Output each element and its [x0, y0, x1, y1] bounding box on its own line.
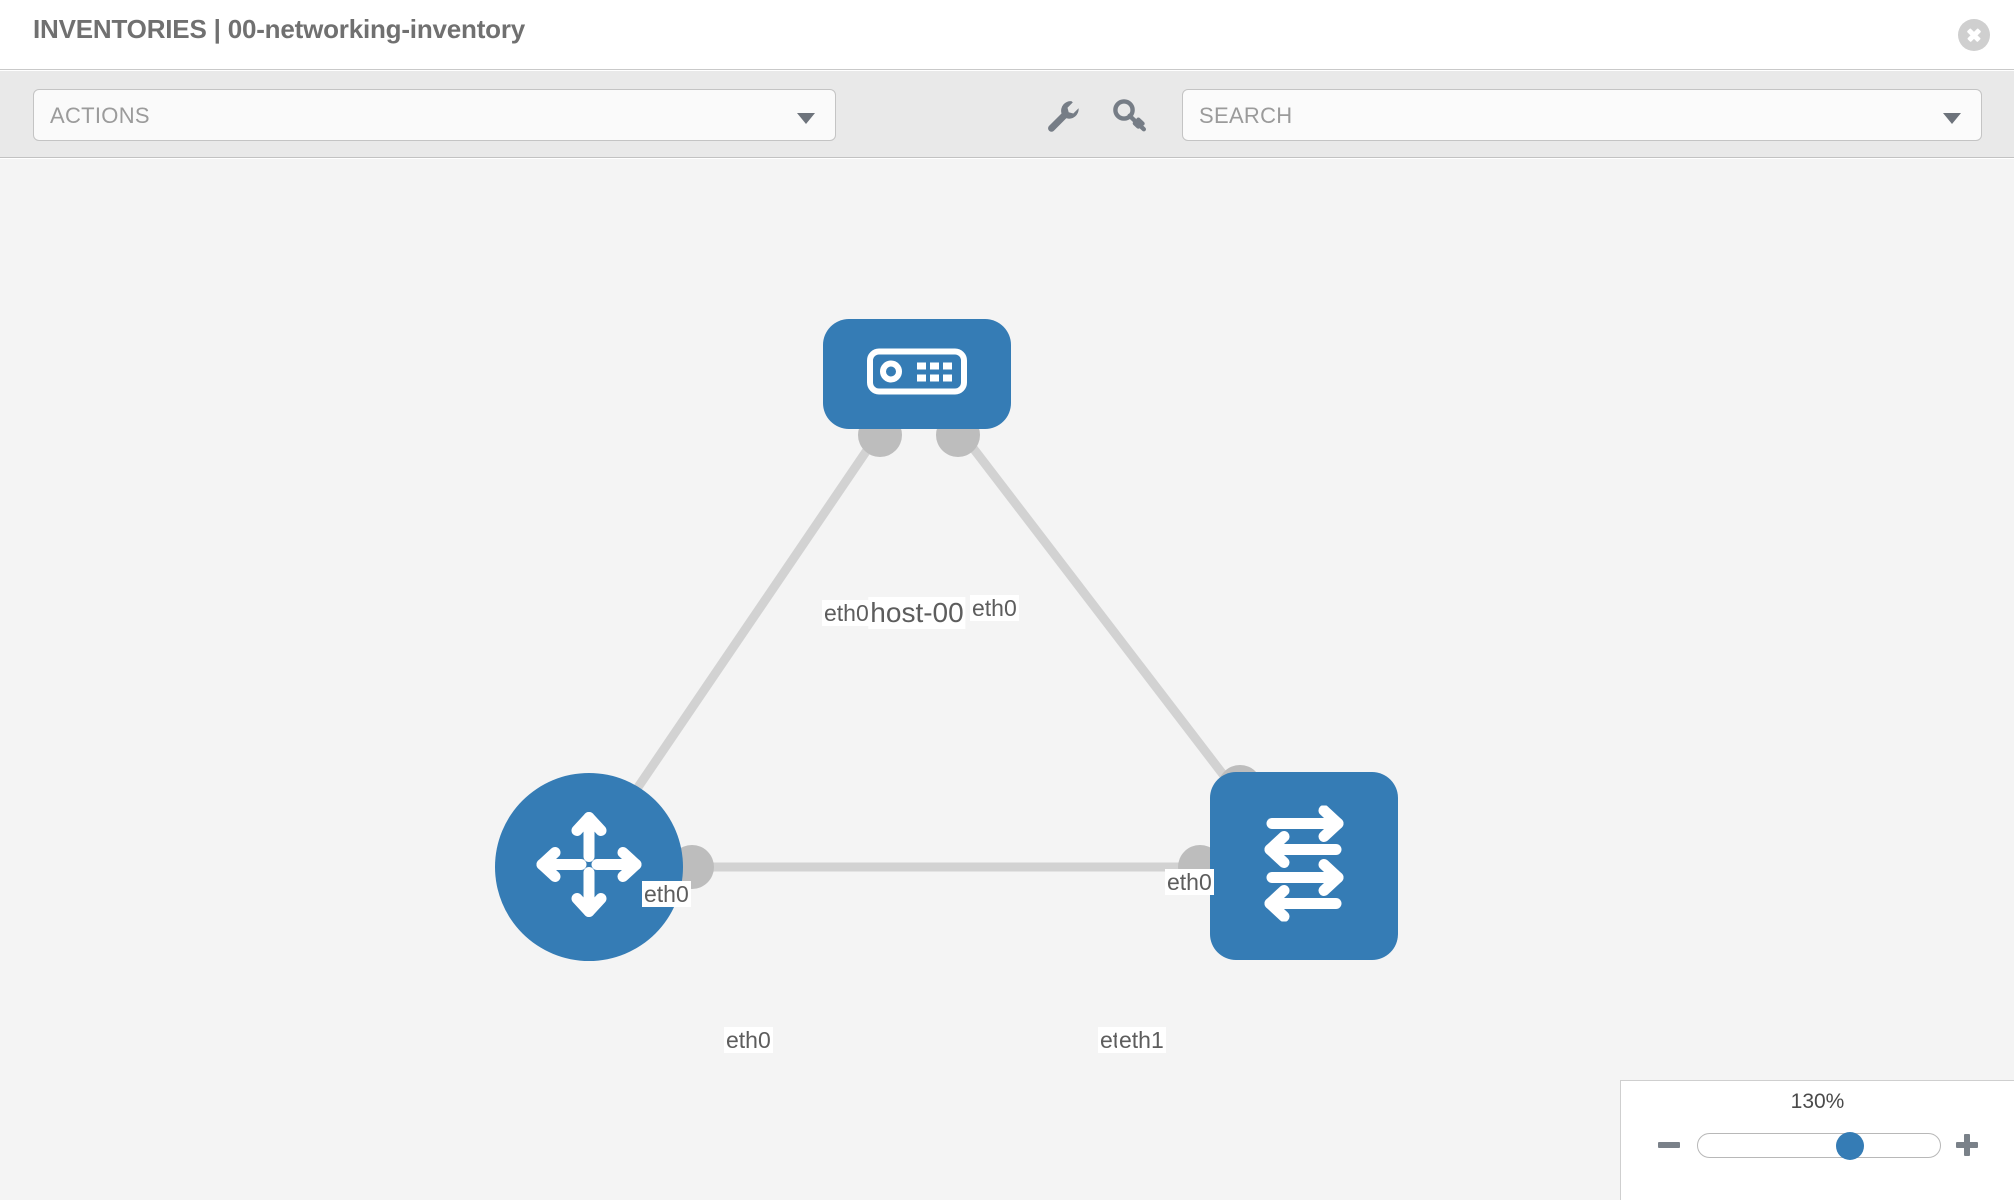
actions-dropdown[interactable]: ACTIONS	[33, 89, 836, 141]
zoom-slider[interactable]	[1697, 1131, 1941, 1160]
router-arrows-icon	[534, 810, 644, 925]
page-header: INVENTORIES | 00-networking-inventory	[0, 0, 2014, 70]
server-icon	[867, 348, 967, 400]
port-label-switch-eth0-up: eth0	[1165, 869, 1214, 896]
zoom-slider-thumb[interactable]	[1836, 1131, 1865, 1160]
port-label-host-eth0-left: eth0	[822, 600, 871, 627]
minus-icon[interactable]	[1653, 1129, 1685, 1161]
node-host-00[interactable]: host-00	[823, 319, 1011, 629]
search-input[interactable]: SEARCH	[1182, 89, 1982, 141]
node-switch-00[interactable]: switch-00	[1210, 772, 1398, 960]
chevron-down-icon	[797, 113, 815, 124]
key-icon[interactable]	[1108, 93, 1152, 137]
link-host-switch	[956, 428, 1242, 797]
node-router-00[interactable]: router-00	[495, 773, 683, 961]
node-switch-shape	[1210, 772, 1398, 960]
link-host-router	[626, 428, 884, 802]
port-label-switch-eth1: eth1	[1117, 1027, 1166, 1054]
topology-links	[626, 413, 1262, 889]
search-placeholder: SEARCH	[1199, 103, 1293, 128]
topology-canvas[interactable]: host-00 router-00	[0, 159, 2014, 1200]
port-label-router-eth0-up: eth0	[642, 881, 691, 908]
switch-arrows-icon	[1246, 805, 1362, 927]
toolbar: ACTIONS SEARCH	[0, 71, 2014, 158]
node-host-00-label: host-00	[868, 597, 966, 629]
chevron-down-icon	[1943, 113, 1961, 124]
actions-dropdown-label: ACTIONS	[50, 103, 150, 128]
zoom-level-value: 130%	[1790, 1090, 1845, 1113]
node-host-shape	[823, 319, 1011, 429]
port-label-host-eth0-right: eth0	[970, 595, 1019, 622]
close-icon[interactable]	[1958, 19, 1990, 51]
wrench-icon[interactable]	[1040, 93, 1084, 137]
page-title: INVENTORIES | 00-networking-inventory	[33, 14, 526, 44]
plus-icon[interactable]	[1951, 1129, 1983, 1161]
port-label-router-eth0: eth0	[724, 1027, 773, 1054]
zoom-control-panel: 130%	[1620, 1080, 2014, 1200]
